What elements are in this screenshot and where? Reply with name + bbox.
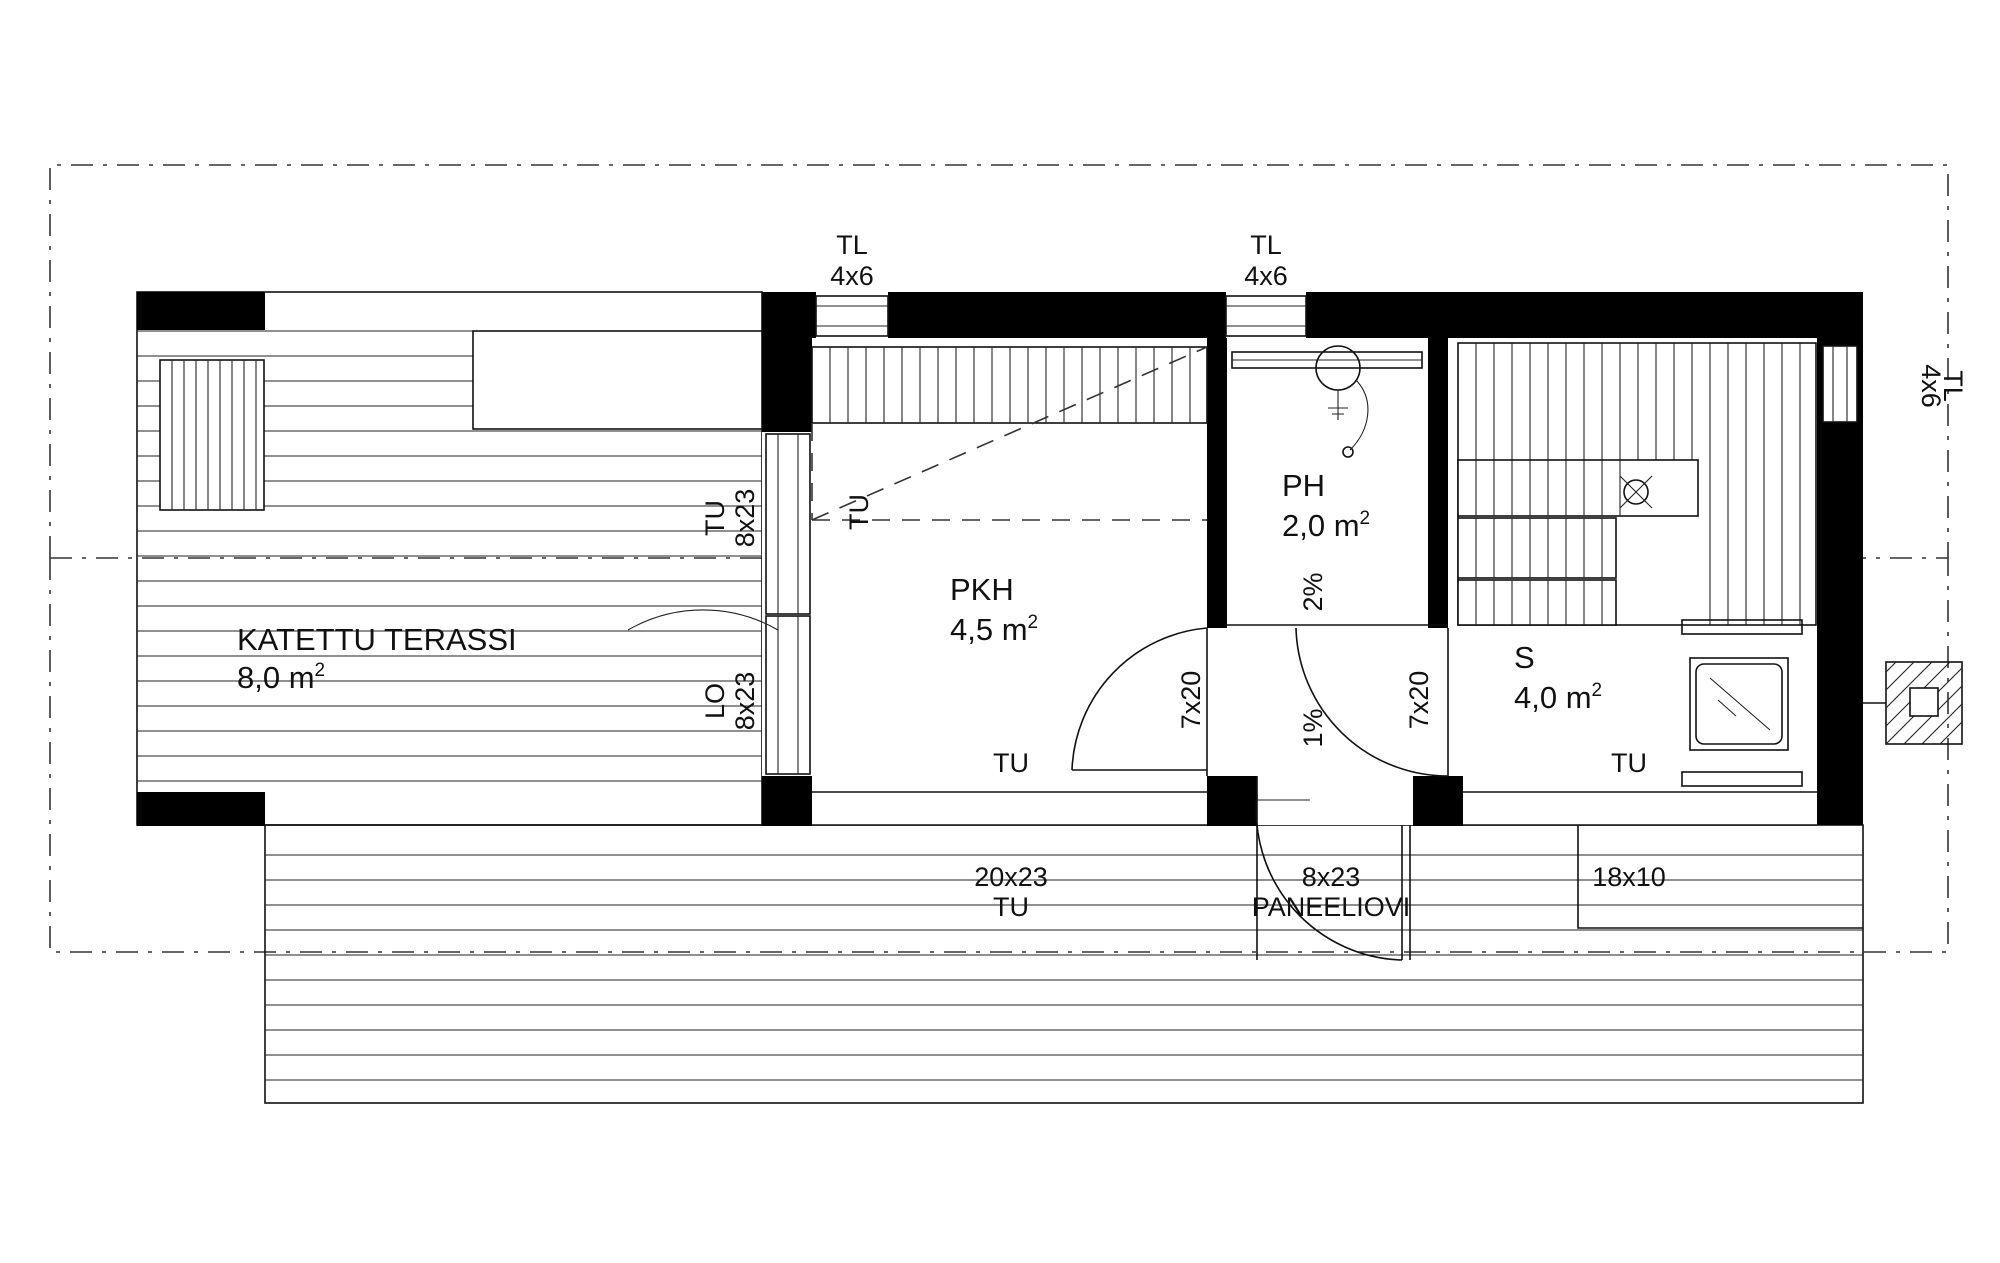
room-terrace-area-value: 8,0 m [237,660,315,695]
room-sauna-area: 4,0 m2 [1514,680,1602,715]
window-lo-left-type: LO [700,683,730,719]
panel-door-size: 8x23 [1302,862,1361,892]
room-pkh-area-sup: 2 [1028,612,1039,633]
sauna-benches [1457,342,1817,626]
room-ph-area: 2,0 m2 [1282,508,1370,543]
tu-sauna-bottom: TU [1611,748,1647,778]
room-ph-area-value: 2,0 m [1282,508,1360,543]
room-sauna-area-sup: 2 [1592,680,1603,701]
door1-size: 7x20 [1176,671,1206,730]
window-front-size: 20x23 [974,862,1048,892]
sauna-stove [1681,619,1963,787]
tu-pkh-bottom: TU [993,748,1029,778]
room-ph-area-sup: 2 [1360,508,1371,529]
window-tl2-size: 4x6 [1244,261,1288,291]
terrace-decking [136,291,763,826]
window-tu-left-size: 8x23 [730,489,760,548]
top-windows [815,295,1858,423]
room-pkh-name: PKH [950,572,1014,607]
window-tu-left-type: TU [700,500,730,536]
shower-fixture [1231,345,1423,458]
window-front-type: TU [993,892,1029,922]
front-decking [264,824,1864,1104]
window-tl1-size: 4x6 [830,261,874,291]
tu-pkh-rotated: TU [844,494,874,530]
window-lo-left-size: 8x23 [730,672,760,731]
pkh-bench [811,346,1208,521]
room-sauna-name: S [1514,640,1535,675]
room-pkh-area-value: 4,5 m [950,612,1028,647]
panel-door-type: PANEELIOVI [1252,892,1411,922]
window-tl3-size: 4x6 [1916,364,1946,408]
doors [1071,627,1449,961]
slope-2pct: 2% [1298,572,1328,611]
left-wall-windows [627,433,811,775]
room-terrace-area: 8,0 m2 [237,660,325,695]
room-terrace-name: KATETTU TERASSI [237,622,517,657]
room-ph-name: PH [1282,468,1325,503]
room-terrace-area-sup: 2 [315,660,326,681]
labels: TL 4x6 TL 4x6 4x6 TL TU 8x23 LO 8x23 TU … [237,230,1968,922]
bench-dimension: 18x10 [1592,862,1666,892]
room-pkh-area: 4,5 m2 [950,612,1038,647]
window-tl2-type: TL [1250,230,1282,260]
window-tl3-type: TL [1938,370,1968,402]
door2-size: 7x20 [1404,671,1434,730]
room-sauna-area-value: 4,0 m [1514,680,1592,715]
slope-1pct: 1% [1298,708,1328,747]
walls [137,292,1863,826]
window-tl1-type: TL [836,230,868,260]
